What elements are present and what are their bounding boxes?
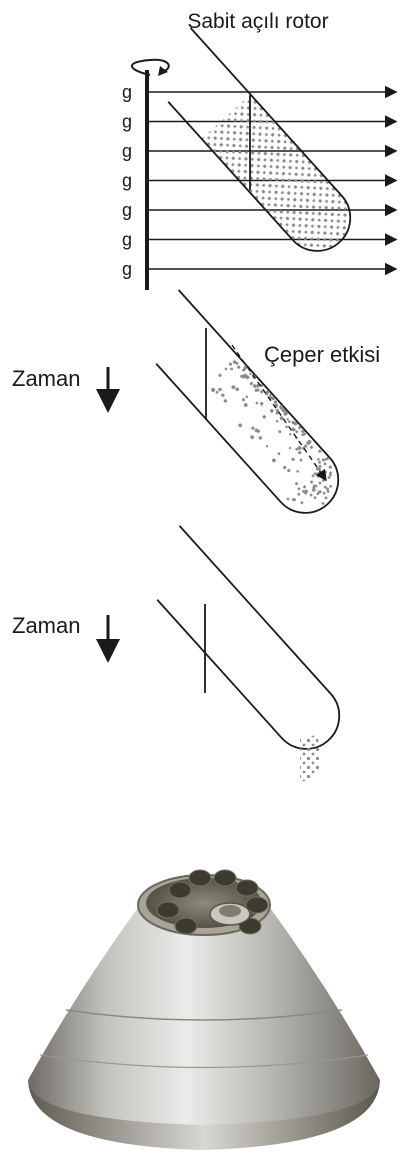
particle: [294, 482, 298, 486]
tube-hole: [175, 918, 197, 934]
particle: [258, 436, 263, 441]
wall-effect-panel: Çeper etkisi Zaman: [12, 290, 380, 527]
tube-hole: [214, 870, 236, 886]
particle: [231, 385, 236, 390]
particle: [323, 462, 327, 466]
particle: [322, 491, 326, 495]
pellet: [300, 735, 320, 782]
particle: [210, 387, 216, 393]
force-label-g: g: [122, 82, 132, 102]
tube-stage-1: [141, 28, 363, 265]
particle: [318, 481, 322, 485]
particle: [218, 373, 223, 378]
particle: [329, 484, 333, 488]
particle: [241, 398, 245, 402]
particle: [277, 452, 281, 456]
diagram-title: Sabit açılı rotor: [187, 10, 328, 33]
particle: [220, 393, 225, 398]
particle: [249, 372, 252, 375]
time-label-1: Zaman: [12, 366, 80, 391]
particle: [259, 401, 264, 406]
particle: [286, 497, 290, 501]
tube-outline: [130, 526, 352, 763]
particle: [309, 493, 313, 497]
particle: [326, 489, 330, 493]
particle: [299, 458, 303, 462]
particle: [224, 367, 228, 371]
particle: [303, 485, 307, 489]
particle: [309, 480, 313, 484]
particle: [250, 434, 255, 439]
particle: [249, 381, 254, 386]
particle: [318, 460, 322, 464]
tube-hole: [236, 880, 258, 896]
particle: [269, 408, 274, 413]
rotor-photo: [28, 870, 380, 1150]
force-label-g: g: [122, 259, 132, 279]
particle: [218, 387, 223, 392]
particle: [297, 450, 302, 455]
force-label-g: g: [122, 230, 132, 250]
particle: [262, 414, 267, 419]
particle: [289, 433, 292, 436]
particle: [317, 457, 321, 461]
particle: [255, 401, 259, 405]
particle: [275, 419, 279, 423]
particle: [291, 457, 296, 462]
particle: [324, 470, 327, 473]
particle: [300, 501, 304, 505]
particle: [238, 423, 243, 428]
particle: [230, 367, 234, 371]
particle: [318, 449, 322, 453]
particle: [321, 458, 325, 462]
particle: [245, 395, 249, 399]
particle: [313, 496, 317, 500]
particle: [297, 492, 301, 496]
force-label-g: g: [122, 200, 132, 220]
pellet-panel: Zaman: [12, 526, 353, 782]
particle: [296, 469, 300, 473]
particle: [251, 426, 256, 431]
particle: [286, 418, 289, 421]
particle: [228, 362, 233, 367]
tube-hole: [169, 882, 191, 898]
particle: [271, 458, 276, 463]
particle: [328, 465, 333, 470]
force-label-g: g: [122, 141, 132, 161]
particle: [285, 425, 289, 429]
particle: [265, 445, 268, 448]
particle: [321, 501, 325, 505]
particle: [283, 465, 288, 470]
particle: [297, 487, 301, 491]
particle: [235, 387, 240, 392]
particle: [287, 468, 292, 473]
particle: [278, 430, 282, 434]
particle: [236, 365, 241, 370]
particle: [215, 390, 219, 394]
particle: [288, 446, 291, 449]
particle: [324, 496, 328, 500]
tube-hole: [189, 870, 211, 886]
particle: [309, 445, 313, 449]
force-label-g: g: [122, 171, 132, 191]
particle: [223, 399, 228, 404]
time-label-2: Zaman: [12, 613, 80, 638]
wall-effect-label: Çeper etkisi: [264, 342, 380, 367]
force-label-g: g: [122, 112, 132, 132]
wall-particles: [193, 356, 350, 521]
particle: [243, 402, 248, 407]
tube-hole: [157, 902, 179, 918]
